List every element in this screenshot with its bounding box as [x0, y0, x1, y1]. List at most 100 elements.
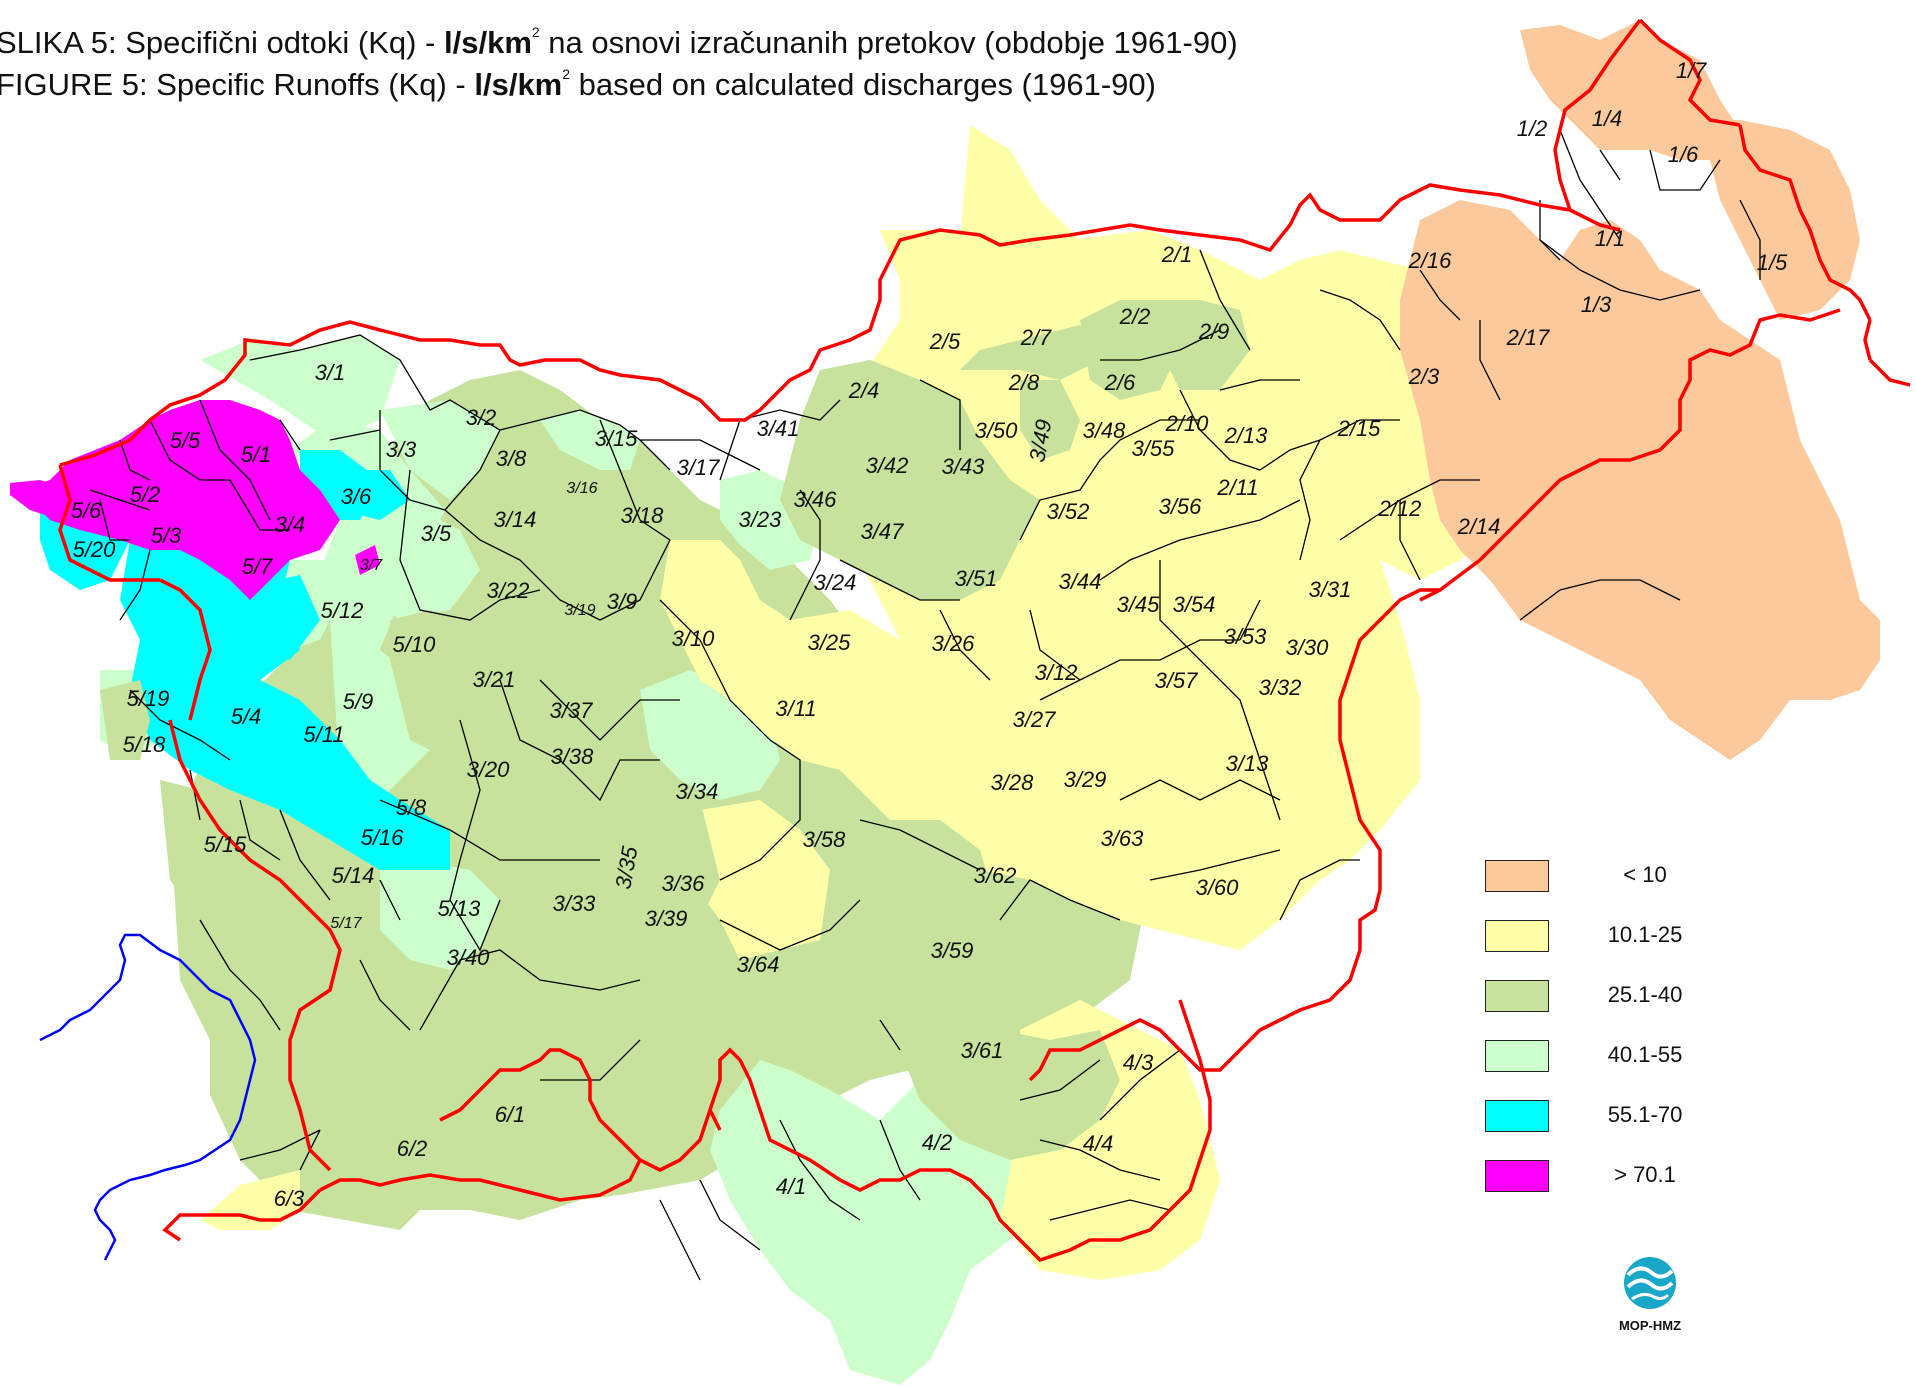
basin-label-5-19: 5/19	[127, 686, 170, 711]
basin-label-3-28: 3/28	[991, 770, 1035, 795]
basin-label-3-54: 3/54	[1173, 592, 1216, 617]
basin-boundary-line	[1239, 599, 1261, 641]
border-line	[58, 464, 160, 582]
basin-label-2-14: 2/14	[1457, 514, 1501, 539]
basin-label-3-12: 3/12	[1035, 660, 1078, 685]
region-fill	[100, 680, 150, 760]
basin-label-3-52: 3/52	[1047, 499, 1090, 524]
basin-label-4-4: 4/4	[1083, 1131, 1114, 1156]
basin-label-5-20: 5/20	[73, 537, 117, 562]
basin-boundary-line	[1599, 149, 1621, 181]
region-fill	[355, 545, 380, 575]
basin-label-2-11: 2/11	[1216, 475, 1258, 500]
border-line	[1738, 124, 1872, 321]
region-fills	[10, 20, 1880, 1385]
basin-boundary-line	[1049, 1199, 1171, 1221]
basin-boundary-line	[359, 959, 411, 1031]
region-fill	[20, 400, 340, 600]
basin-label-3-51: 3/51	[955, 566, 998, 591]
basin-label-3-14: 3/14	[494, 507, 537, 532]
basin-label-4-2: 4/2	[922, 1130, 953, 1155]
basin-boundary-line	[719, 899, 861, 951]
basin-label-5-5: 5/5	[170, 428, 201, 453]
region-fill	[540, 410, 640, 470]
legend-label: 10.1-25	[1607, 922, 1683, 947]
basin-label-1-1: 1/1	[1595, 226, 1626, 251]
region-fill	[620, 970, 720, 1060]
legend-swatch	[1485, 1100, 1549, 1132]
basin-label-2-3: 2/3	[1408, 364, 1440, 389]
basin-label-2-12: 2/12	[1378, 496, 1422, 521]
basin-boundary-line	[1219, 379, 1300, 391]
basin-label-3-55: 3/55	[1132, 436, 1176, 461]
border-line	[319, 1159, 642, 1202]
legend-item: 40.1-55	[1485, 1040, 1725, 1072]
basin-boundary-line	[419, 949, 641, 1031]
basin-label-3-3: 3/3	[386, 437, 417, 462]
basin-boundary-line	[1039, 1139, 1161, 1181]
basin-boundary-line	[999, 879, 1121, 921]
basin-boundary-line	[199, 919, 281, 1031]
basin-boundary-line	[279, 809, 331, 901]
basin-label-3-11: 3/11	[775, 696, 816, 721]
basin-label-3-45: 3/45	[1117, 592, 1161, 617]
basin-label-3-41: 3/41	[757, 416, 800, 441]
basin-boundary-line	[939, 609, 991, 681]
basin-boundary-line	[1319, 289, 1401, 351]
border-line	[1638, 18, 1741, 127]
region-fill	[380, 400, 500, 500]
basin-boundary-line	[879, 1119, 921, 1201]
basin-label-1-3: 1/3	[1581, 292, 1612, 317]
border-line	[1868, 358, 1911, 387]
basin-label-3-20: 3/20	[467, 757, 511, 782]
basin-boundary-line	[1149, 849, 1281, 881]
region-fill	[1620, 60, 1690, 130]
basin-label-2-1: 2/1	[1161, 242, 1193, 267]
coastline	[39, 933, 257, 1261]
border-line	[59, 18, 1642, 467]
basin-boundary-line	[1119, 779, 1281, 801]
basin-boundary-line	[1039, 639, 1240, 701]
border-line	[1569, 208, 1621, 232]
basin-label-2-17: 2/17	[1506, 325, 1551, 350]
basin-boundary-line	[119, 439, 151, 481]
basin-label-5-14: 5/14	[332, 863, 375, 888]
region-fill	[900, 1000, 1120, 1160]
basin-label-3-31: 3/31	[1309, 577, 1352, 602]
border-line	[708, 1109, 722, 1131]
basin-boundary-line	[279, 419, 301, 451]
basin-label-3-30: 3/30	[1286, 635, 1330, 660]
basin-boundary-line	[449, 719, 501, 952]
legend-item: > 70.1	[1485, 1160, 1725, 1192]
border-line	[1028, 308, 1841, 1082]
basin-boundary-line	[1029, 609, 1081, 681]
basin-boundary-line	[1479, 320, 1501, 401]
border-line	[168, 719, 342, 1172]
legend-item: 25.1-40	[1485, 980, 1725, 1012]
basin-boundary-line	[699, 1179, 761, 1251]
border-line	[162, 1188, 322, 1242]
basin-label-3-25: 3/25	[808, 630, 852, 655]
basin-boundary-line	[119, 549, 151, 621]
basin-label-5-9: 5/9	[343, 689, 374, 714]
legend-label: 25.1-40	[1607, 982, 1683, 1007]
basin-label-3-5: 3/5	[421, 521, 452, 546]
basin-label-3-7: 3/7	[360, 557, 383, 574]
basin-boundary-line	[539, 679, 680, 741]
basin-label-1-5: 1/5	[1757, 250, 1788, 275]
basin-label-5-10: 5/10	[393, 632, 437, 657]
basin-label-5-8: 5/8	[396, 795, 427, 820]
legend-item: 10.1-25	[1485, 920, 1725, 952]
region-fill	[1020, 380, 1080, 460]
border-line	[1863, 319, 1872, 361]
basin-label-5-2: 5/2	[130, 482, 161, 507]
basin-label-2-9: 2/9	[1198, 319, 1230, 344]
basin-label-2-4: 2/4	[848, 378, 880, 403]
basin-label-3-1: 3/1	[315, 360, 346, 385]
basin-label-1-7: 1/7	[1676, 58, 1707, 83]
basin-boundary-line	[99, 499, 130, 541]
basin-boundary-line	[1099, 499, 1301, 581]
basin-label-3-2: 3/2	[466, 405, 497, 430]
border-line	[159, 578, 212, 721]
region-fill	[400, 1020, 540, 1190]
